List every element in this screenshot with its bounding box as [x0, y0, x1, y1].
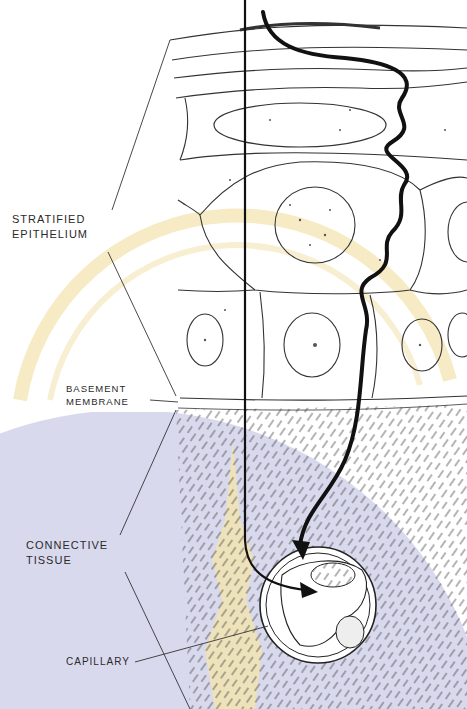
watermark — [0, 216, 467, 709]
part-label: CAPILLARY — [66, 655, 156, 669]
capillary-vessel — [260, 547, 376, 663]
connective-hatching — [170, 405, 467, 709]
region-label: BASEMENT MEMBRANE — [66, 383, 148, 409]
region-label: CONNECTIVE TISSUE — [26, 538, 126, 568]
leader-lines — [108, 40, 268, 709]
pathway-arrows — [245, 0, 407, 598]
cell-granules — [204, 109, 446, 347]
epithelial-cells — [170, 24, 467, 410]
region-label: STRATIFIED EPITHELIUM — [12, 212, 107, 242]
